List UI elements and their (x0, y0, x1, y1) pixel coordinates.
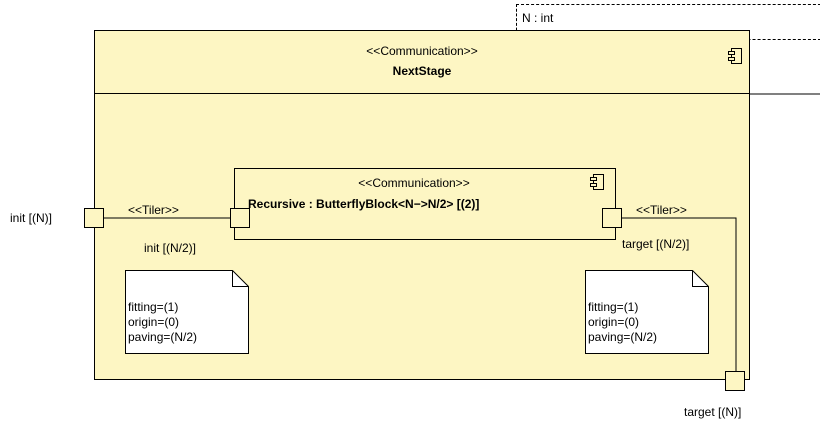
right-note (585, 270, 709, 354)
port-label-inner-target: target [(N/2)] (622, 237, 690, 251)
left-connector-stereotype: <<Tiler>> (128, 203, 179, 217)
port-outer-target[interactable] (725, 371, 745, 391)
left-note-text: fitting=(1) origin=(0) paving=(N/2) (128, 300, 197, 345)
note-line: origin=(0) (588, 315, 640, 329)
left-note (125, 270, 249, 354)
component-icon (590, 174, 604, 190)
port-label-outer-target: target [(N)] (684, 405, 742, 419)
component-icon (728, 48, 742, 64)
right-note-text: fitting=(1) origin=(0) paving=(N/2) (588, 300, 657, 345)
port-inner-init[interactable] (230, 208, 250, 228)
right-connector-stereotype: <<Tiler>> (636, 203, 687, 217)
note-line: origin=(0) (128, 315, 180, 329)
outer-block-name: NextStage (392, 64, 452, 78)
note-line: fitting=(1) (588, 300, 639, 314)
right-tiler-connector (612, 217, 737, 382)
inner-block-stereotype: <<Communication>> (358, 176, 470, 190)
port-inner-target[interactable] (602, 208, 622, 228)
port-outer-init[interactable] (84, 208, 104, 228)
outer-block-stereotype: <<Communication>> (366, 44, 478, 58)
inner-block-name: Recursive : ButterflyBlock<N−>N/2> [(2)] (248, 197, 480, 211)
port-label-inner-init: init [(N/2)] (144, 241, 197, 255)
note-line: paving=(N/2) (588, 330, 658, 344)
outer-block-header (94, 30, 750, 94)
inner-block-recursive[interactable] (234, 168, 616, 240)
note-line: paving=(N/2) (128, 330, 198, 344)
parameter-label: N : int (522, 11, 554, 25)
note-line: fitting=(1) (128, 300, 179, 314)
port-label-outer-init: init [(N)] (10, 211, 52, 225)
